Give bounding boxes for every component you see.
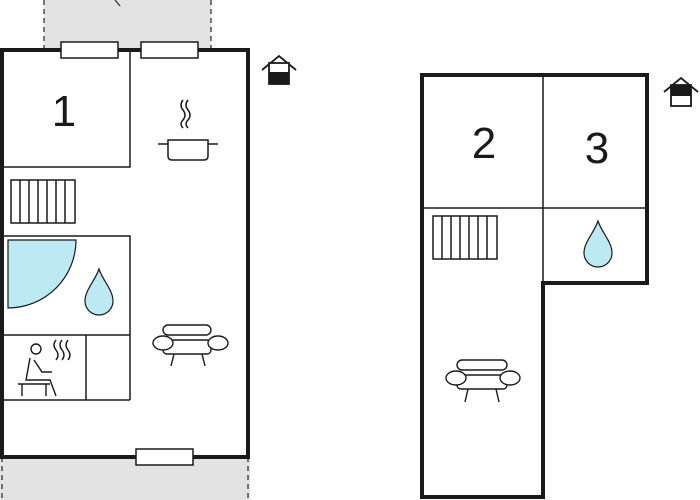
sauna-icon bbox=[18, 339, 71, 397]
floor-level-icon-upper bbox=[663, 76, 699, 107]
room-number-1: 1 bbox=[52, 87, 76, 136]
bathroom bbox=[4, 235, 131, 400]
room-number-3: 3 bbox=[585, 124, 609, 173]
upper-floor: 2 3 bbox=[420, 73, 699, 499]
staircase-icon bbox=[432, 215, 498, 260]
outdoor-terrace-bottom bbox=[0, 457, 250, 500]
window bbox=[140, 41, 199, 59]
room-1: 1 bbox=[4, 52, 131, 168]
upper-floor-outline bbox=[420, 73, 649, 499]
staircase-icon bbox=[10, 179, 76, 224]
window bbox=[135, 448, 194, 466]
window bbox=[60, 41, 119, 59]
ground-floor: 1 bbox=[0, 41, 297, 466]
water-drop-icon bbox=[583, 219, 613, 268]
sofa-icon bbox=[152, 324, 229, 367]
sauna bbox=[4, 334, 130, 401]
floor-level-icon-lower bbox=[261, 54, 297, 85]
shower-icon bbox=[7, 239, 77, 309]
sofa-icon bbox=[445, 359, 521, 403]
water-drop-icon bbox=[84, 267, 114, 316]
room-number-2: 2 bbox=[472, 119, 496, 168]
cooking-pot-icon bbox=[158, 99, 218, 161]
